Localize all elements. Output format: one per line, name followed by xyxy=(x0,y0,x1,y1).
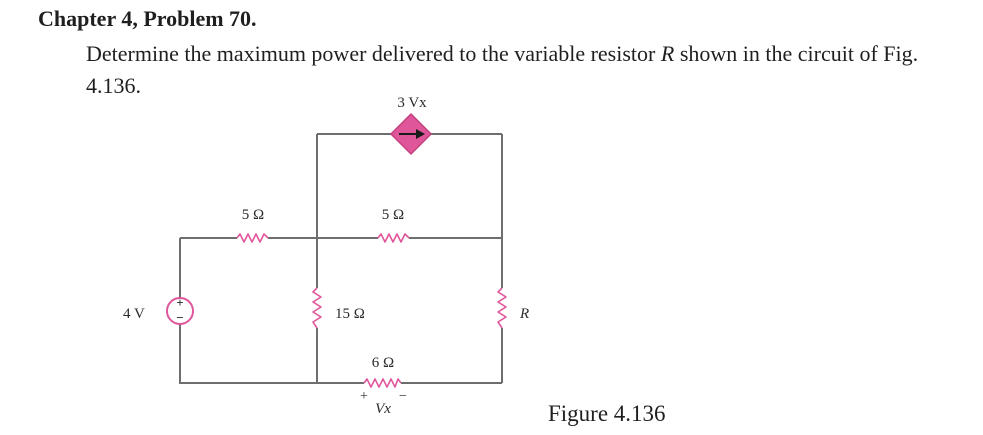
wire-left-bottom xyxy=(179,324,317,384)
resistor-5-ohm-right xyxy=(377,233,410,243)
source-minus-sign: − xyxy=(176,310,183,325)
label-r1: 5 Ω xyxy=(242,207,264,223)
label-dependent-source: 3 Vx xyxy=(397,95,427,111)
label-r3: 15 Ω xyxy=(335,306,365,322)
label-vx-minus: − xyxy=(399,389,407,404)
dependent-current-source xyxy=(389,112,433,156)
chapter-title: Chapter 4, Problem 70. xyxy=(38,6,257,31)
statement-after: shown in the circuit of Fig. 4.136. xyxy=(86,41,919,98)
label-r2: 5 Ω xyxy=(382,207,404,223)
resistor-6-ohm xyxy=(363,378,402,388)
resistor-15-ohm xyxy=(312,287,322,329)
statement-variable: R xyxy=(660,41,675,66)
resistor-variable-r xyxy=(497,287,507,329)
source-plus-sign: + xyxy=(176,295,183,310)
label-r4: 6 Ω xyxy=(372,355,394,371)
problem-statement: Determine the maximum power delivered to… xyxy=(86,38,966,102)
figure-caption: Figure 4.136 xyxy=(548,401,666,426)
circuit-wires xyxy=(179,133,503,384)
statement-before: Determine the maximum power delivered to… xyxy=(86,41,661,66)
label-source-voltage: 4 V xyxy=(123,306,145,322)
label-vx-plus: + xyxy=(360,389,368,404)
voltage-source-4v: + − xyxy=(166,295,194,325)
label-vx: Vx xyxy=(375,401,391,417)
resistor-5-ohm-left xyxy=(236,233,269,243)
current-direction-arrow-icon xyxy=(416,129,425,139)
label-r-load: R xyxy=(519,306,529,322)
